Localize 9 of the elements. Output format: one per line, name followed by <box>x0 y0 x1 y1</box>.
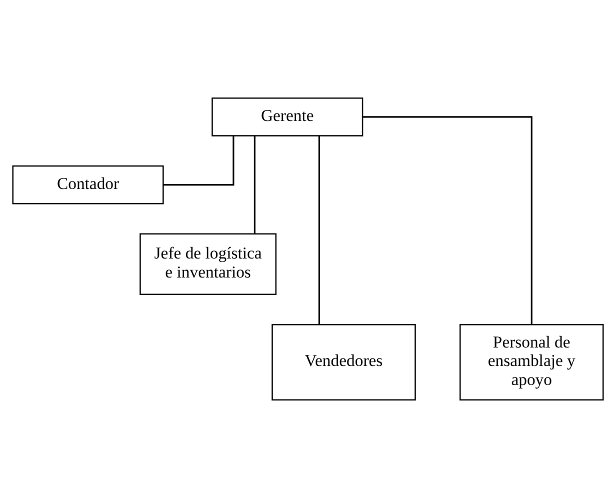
connector <box>163 135 234 186</box>
node-box: Jefe de logística e inventarios <box>140 232 277 295</box>
connector <box>318 135 320 324</box>
node-box: Vendedores <box>272 324 416 400</box>
node-box: Personal de ensamblaje y apoyo <box>460 324 604 400</box>
node-box: Contador <box>12 164 164 204</box>
node-box: Gerente <box>212 97 364 136</box>
connector <box>254 135 256 234</box>
connector <box>362 116 532 324</box>
